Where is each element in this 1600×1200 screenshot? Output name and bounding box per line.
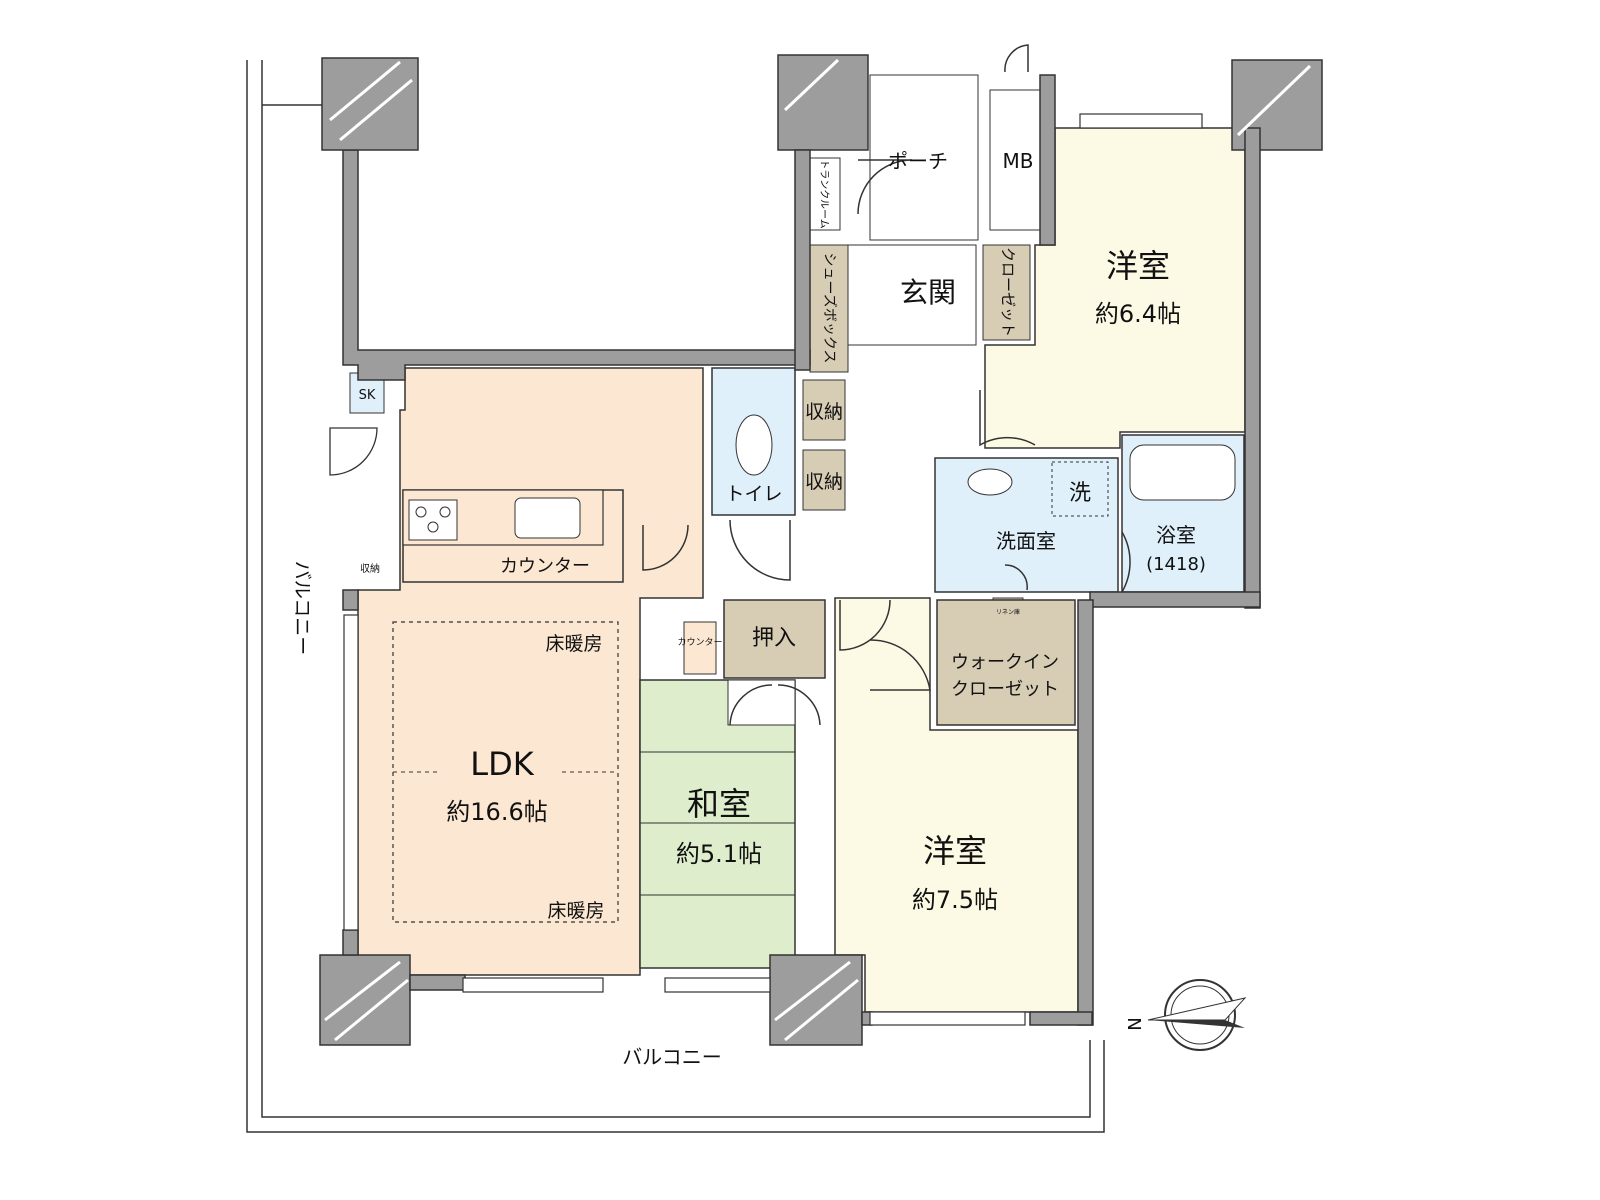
washitsu-name: 和室: [687, 785, 751, 823]
washbasin-icon: [967, 468, 1013, 496]
oshiire-label: 押入: [752, 626, 796, 651]
western-top-name: 洋室: [1106, 247, 1170, 285]
shoes-box: [809, 244, 849, 373]
toilet-label: トイレ: [725, 483, 782, 505]
floor-heating-label-1: 床暖房: [545, 633, 602, 655]
balcony-bottom-label: バルコニー: [622, 1045, 722, 1069]
closet: [982, 244, 1031, 341]
walls: [319, 54, 1323, 1046]
trunk-room-label: トランクルーム: [818, 159, 830, 228]
genkan: [847, 244, 977, 346]
counter-small-label: カウンター: [677, 637, 722, 648]
meter-box: [989, 89, 1041, 231]
sink-icon: [514, 497, 581, 539]
bathtub-icon: [1129, 444, 1236, 501]
toilet-icon: [735, 414, 773, 476]
mb-label: MB: [1003, 149, 1034, 173]
western-bottom-area: 約7.5帖: [912, 886, 998, 914]
north-label: N: [1125, 1017, 1146, 1030]
floor-heating-label-2: 床暖房: [547, 900, 604, 922]
trunk-room: [809, 157, 841, 231]
stove-icon: [408, 499, 458, 541]
storage-small-label: 収納: [360, 562, 380, 575]
kitchen-counter-label: カウンター: [500, 556, 590, 577]
storage-1-label: 収納: [805, 401, 843, 423]
laundry-label: 洗: [1069, 481, 1091, 506]
washroom: [934, 457, 1119, 593]
linen-label: リネン庫: [996, 608, 1020, 616]
washroom-label: 洗面室: [996, 529, 1056, 553]
bathroom-label: 浴室: [1156, 523, 1196, 547]
oshiire: [723, 599, 826, 679]
shoes-box-label: シューズボックス: [821, 253, 837, 364]
balcony-left-label: バルコニー: [291, 561, 313, 656]
doors: [329, 44, 1131, 726]
balcony-outline: [246, 60, 1105, 1133]
closet-label: クローゼット: [999, 247, 1017, 337]
storage-1: [802, 379, 846, 441]
western-bottom-name: 洋室: [923, 832, 987, 870]
counter-small: [683, 621, 717, 675]
washitsu-area: 約5.1帖: [676, 840, 762, 868]
labels: LDK 約16.6帖 床暖房 床暖房 和室 約5.1帖 洋室 約6.4帖 洋室 …: [291, 149, 1206, 1069]
laundry-space: [1051, 461, 1109, 517]
walk-in-closet: [936, 599, 1076, 726]
wic-label-1: ウォークイン: [951, 652, 1059, 673]
wic-label-2: クローゼット: [951, 679, 1059, 700]
genkan-label: 玄関: [900, 276, 956, 309]
porch: [869, 74, 979, 241]
porch-label: ポーチ: [888, 149, 948, 173]
storage-2: [802, 449, 846, 511]
ldk-area: 約16.6帖: [446, 798, 547, 826]
north-arrow-icon: [1147, 979, 1247, 1051]
bath-size-label: (1418): [1146, 554, 1206, 575]
windows: [343, 113, 1203, 1026]
western-top-area: 約6.4帖: [1095, 300, 1181, 328]
sk-label: SK: [359, 388, 376, 403]
storage-2-label: 収納: [805, 471, 843, 493]
ldk-name: LDK: [470, 745, 534, 783]
washitsu-room: [639, 679, 796, 969]
